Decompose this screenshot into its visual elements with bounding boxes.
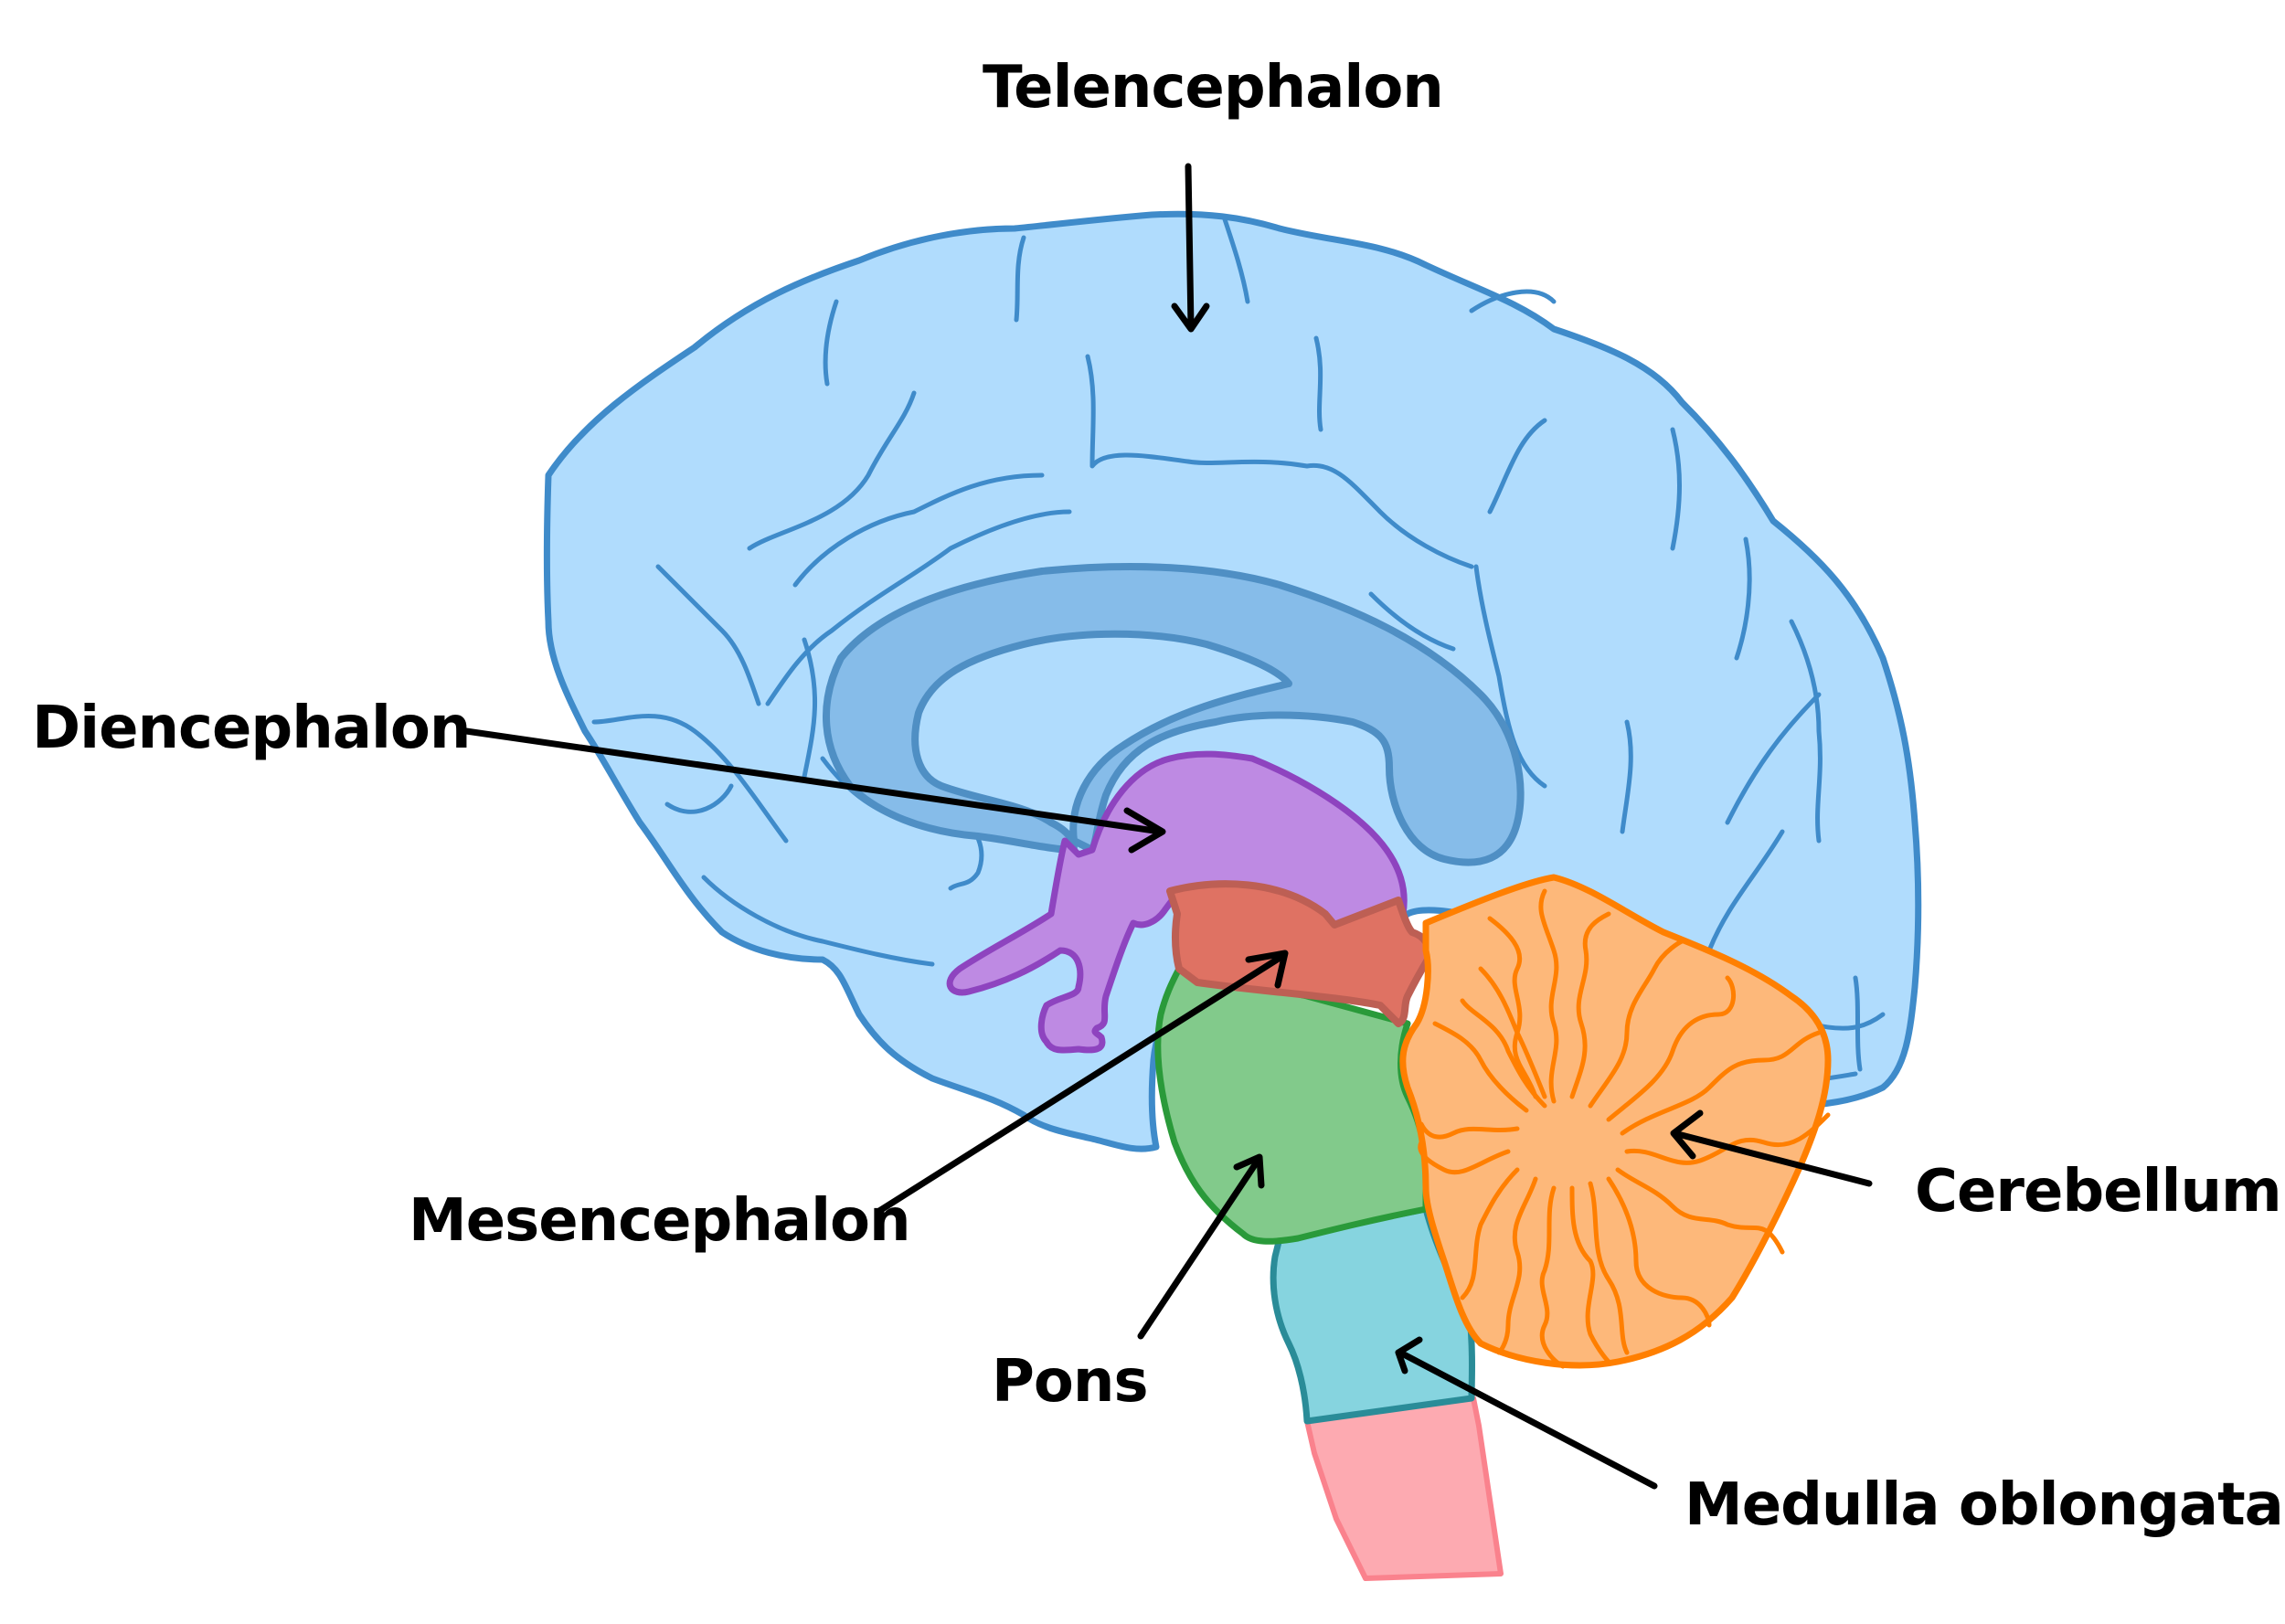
spinal-cord-region (1304, 1396, 1504, 1581)
diencephalon-label: Diencephalon (32, 695, 470, 762)
telencephalon-pointer (1171, 163, 1210, 333)
cerebellum-folia (1418, 888, 1831, 1369)
mesencephalon-region (1166, 880, 1432, 1027)
telencephalon-label: Telencephalon (983, 54, 1443, 122)
medulla-oblongata-pointer (1395, 1336, 1658, 1490)
mesencephalon-pointer (876, 950, 1289, 1215)
diencephalon-region (946, 750, 1411, 1054)
diencephalon-pointer (462, 727, 1166, 854)
pons-label: Pons (992, 1348, 1148, 1416)
medulla-oblongata-label: Medulla oblongata (1685, 1471, 2283, 1539)
cerebellum-label: Cerebellum (1915, 1158, 2281, 1226)
cerebellum-pointer (1670, 1109, 1873, 1187)
pons-pointer (1137, 1153, 1265, 1340)
mesencephalon-label: Mesencephalon (409, 1187, 910, 1255)
corpus-callosum-region (823, 563, 1525, 866)
